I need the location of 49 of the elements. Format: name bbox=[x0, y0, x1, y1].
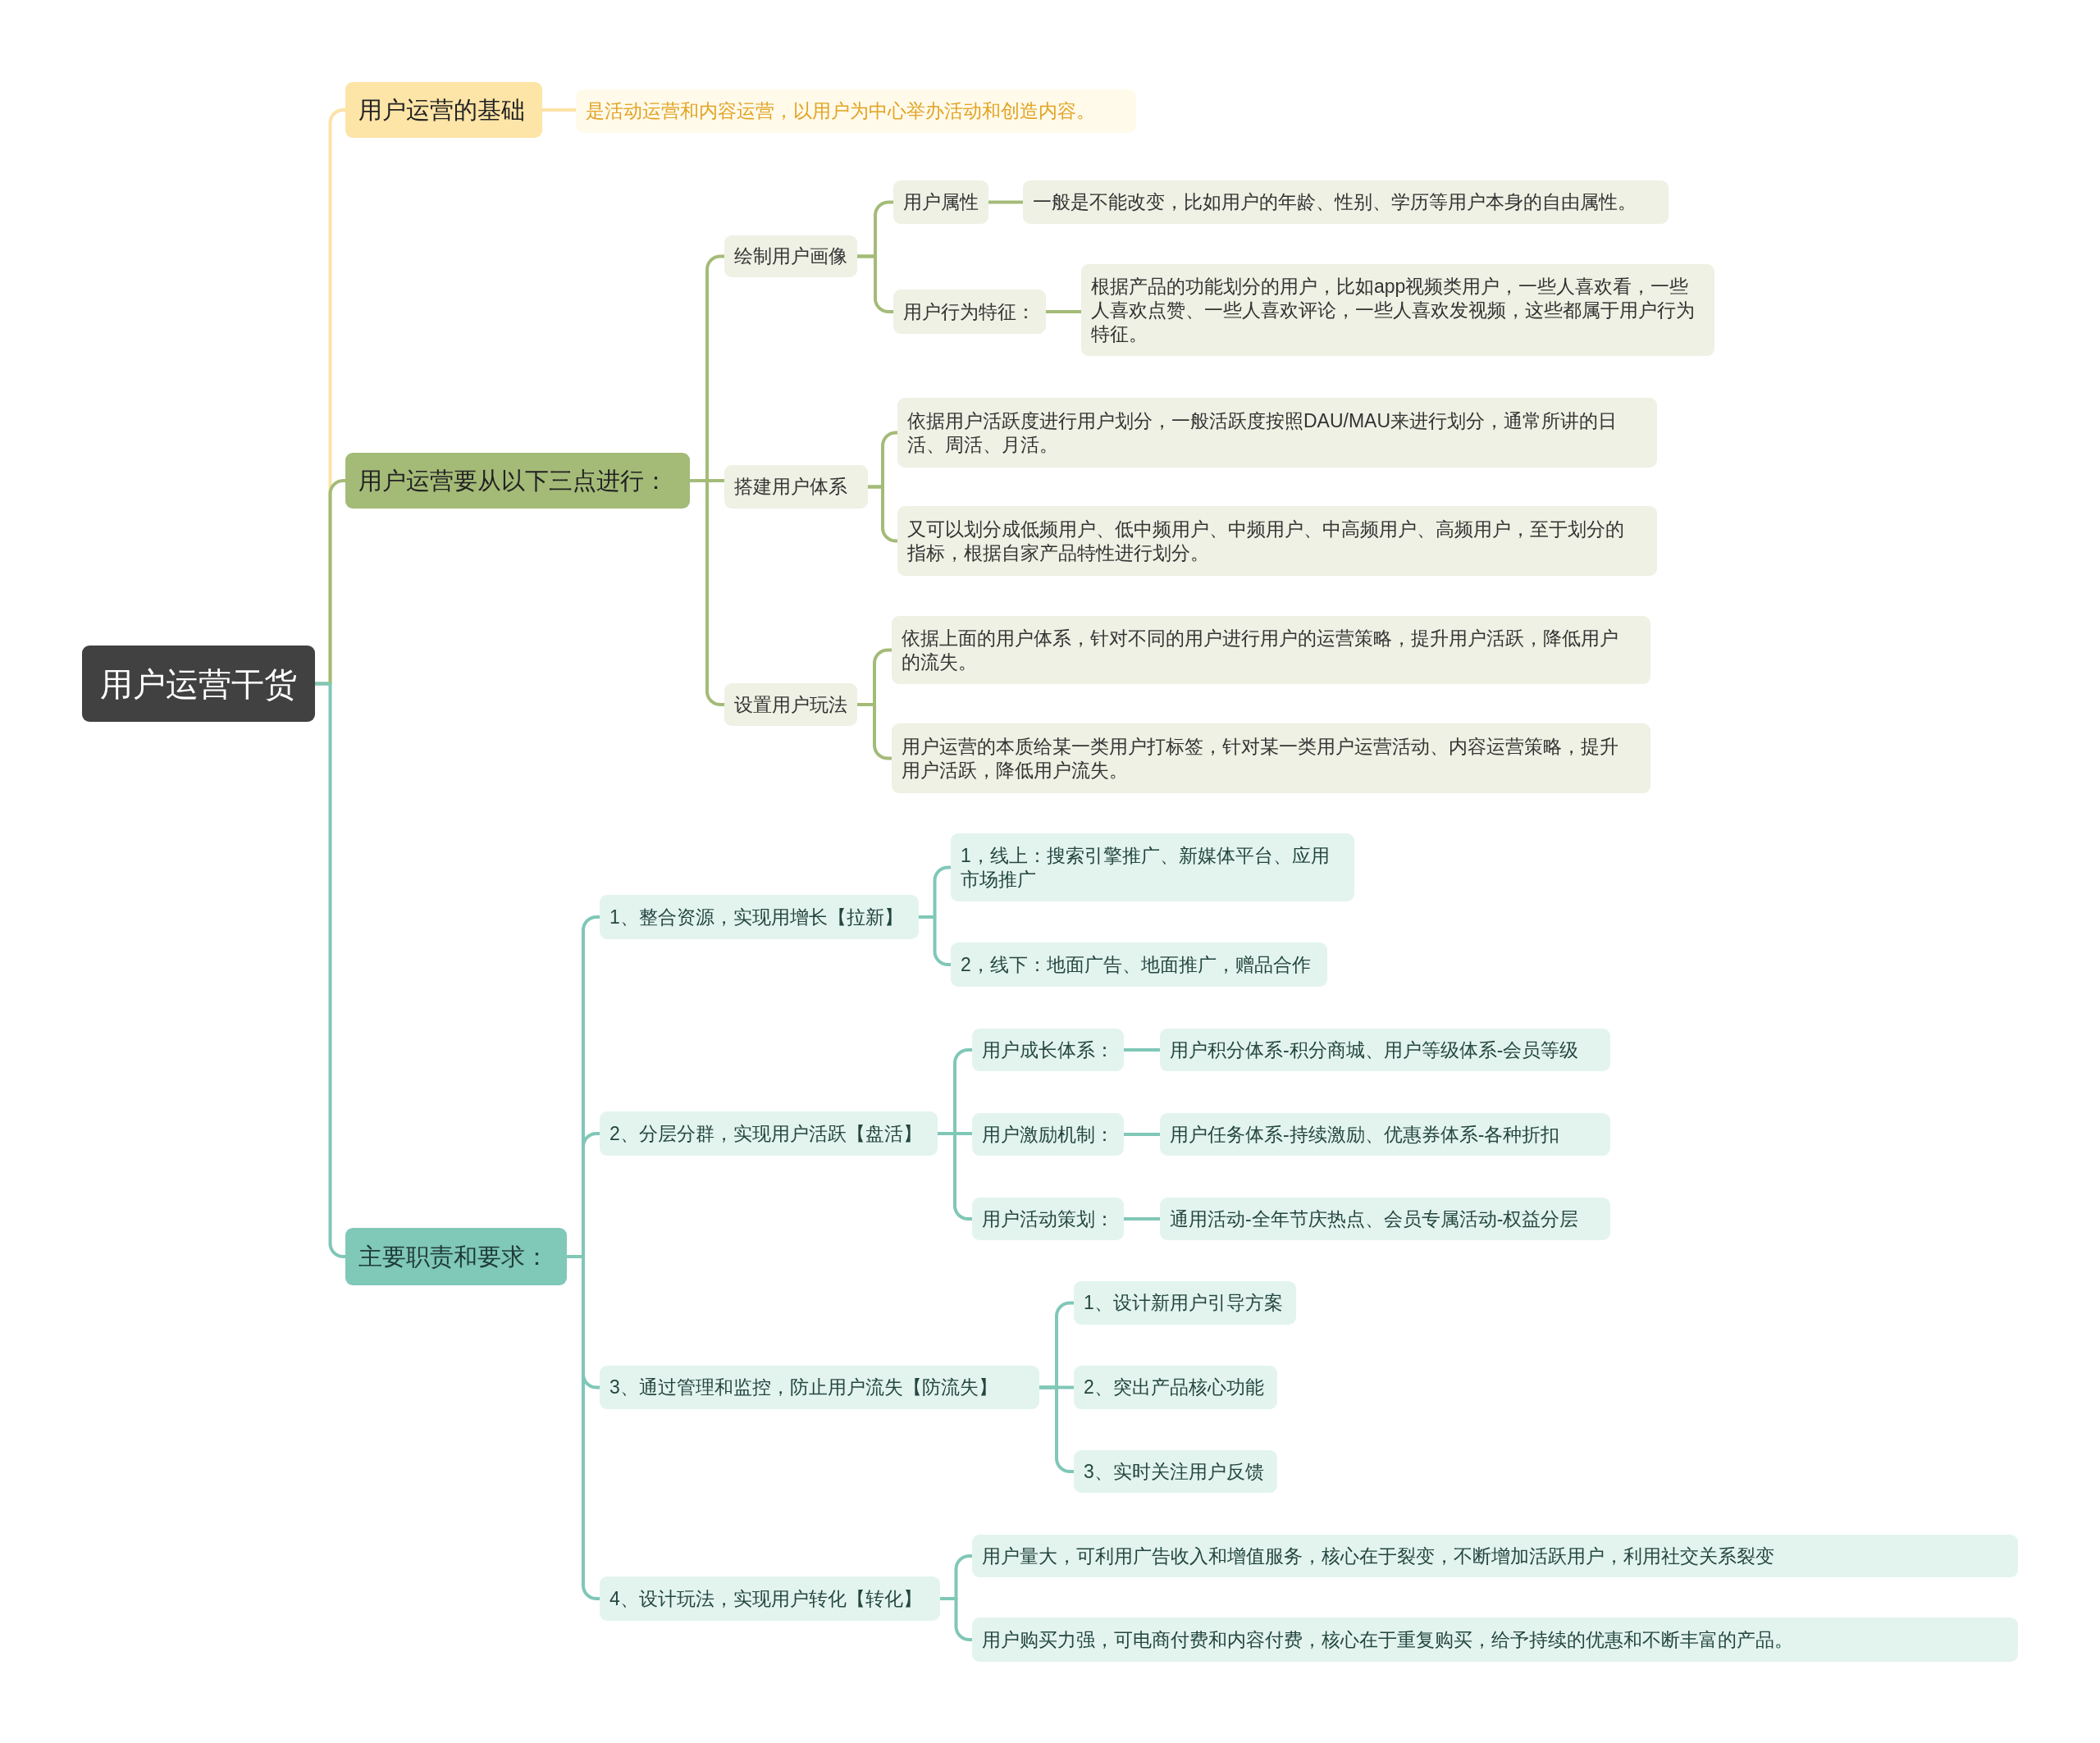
subtopic: 绘制用户画像 bbox=[724, 235, 857, 277]
subtopic: 用户积分体系-积分商城、用户等级体系-会员等级 bbox=[1160, 1029, 1610, 1071]
subtopic: 4、设计玩法，实现用户转化【转化】 bbox=[600, 1576, 940, 1621]
subtopic: 是活动运营和内容运营，以用户为中心举办活动和创造内容。 bbox=[576, 89, 1136, 133]
subtopic: 用户购买力强，可电商付费和内容付费，核心在于重复购买，给予持续的优惠和不断丰富的产品。 bbox=[972, 1618, 2018, 1662]
subtopic: 用户属性 bbox=[893, 180, 988, 224]
subtopic: 一般是不能改变，比如用户的年龄、性别、学历等用户本身的自由属性。 bbox=[1023, 180, 1669, 224]
central-topic: 用户运营干货 bbox=[82, 646, 315, 722]
branch-line bbox=[857, 254, 893, 313]
subtopic: 设置用户玩法 bbox=[724, 683, 857, 726]
branch-line bbox=[940, 1597, 972, 1641]
branch-line bbox=[1124, 1048, 1160, 1052]
subtopic: 2、突出产品核心功能 bbox=[1074, 1366, 1277, 1409]
subtopic: 通用活动-全年节庆热点、会员专属活动-权益分层 bbox=[1160, 1198, 1610, 1240]
subtopic: 1、整合资源，实现用增长【拉新】 bbox=[600, 895, 919, 939]
main-topic: 用户运营的基础 bbox=[345, 82, 542, 138]
branch-line bbox=[1039, 1385, 1074, 1473]
subtopic: 搭建用户体系 bbox=[724, 465, 868, 509]
subtopic: 根据产品的功能划分的用户，比如app视频类用户，一些人喜欢看，一些人喜欢点赞、一些人喜欢评论，一些人喜欢发视频，这些都属于用户行为特征。 bbox=[1081, 264, 1714, 356]
branch-line bbox=[1124, 1217, 1160, 1221]
branch-line bbox=[988, 200, 1023, 204]
branch-line bbox=[315, 682, 346, 1258]
subtopic: 1、设计新用户引导方案 bbox=[1074, 1281, 1296, 1325]
subtopic: 3、通过管理和监控，防止用户流失【防流失】 bbox=[600, 1366, 1039, 1409]
main-topic: 用户运营要从以下三点进行： bbox=[345, 453, 690, 509]
main-topic: 主要职责和要求： bbox=[345, 1228, 567, 1285]
subtopic: 用户运营的本质给某一类用户打标签，针对某一类用户运营活动、内容运营策略，提升用户活跃，降低用户流失。 bbox=[892, 723, 1650, 793]
subtopic: 用户任务体系-持续激励、优惠券体系-各种折扣 bbox=[1160, 1113, 1610, 1156]
branch-line bbox=[938, 1132, 972, 1221]
subtopic: 用户激励机制： bbox=[972, 1113, 1124, 1156]
branch-line bbox=[1046, 310, 1081, 313]
branch-line bbox=[857, 703, 892, 760]
subtopic: 依据上面的用户体系，针对不同的用户进行用户的运营策略，提升用户活跃，降低用户的流失。 bbox=[892, 616, 1650, 684]
branch-line bbox=[919, 915, 951, 966]
branch-line bbox=[567, 1255, 600, 1600]
subtopic: 用户成长体系： bbox=[972, 1029, 1124, 1071]
branch-line bbox=[542, 108, 576, 112]
subtopic: 依据用户活跃度进行用户划分，一般活跃度按照DAU/MAU来进行划分，通常所讲的日活、周活、月活。 bbox=[897, 398, 1657, 468]
subtopic: 1，线上：搜索引擎推广、新媒体平台、应用市场推广 bbox=[951, 833, 1354, 901]
branch-line bbox=[1124, 1133, 1160, 1136]
subtopic: 2、分层分群，实现用户活跃【盘活】 bbox=[600, 1111, 938, 1156]
subtopic: 用户量大，可利用广告收入和增值服务，核心在于裂变，不断增加活跃用户，利用社交关系裂变 bbox=[972, 1535, 2018, 1577]
subtopic: 3、实时关注用户反馈 bbox=[1074, 1450, 1277, 1493]
branch-line bbox=[690, 479, 724, 706]
subtopic: 又可以划分成低频用户、低中频用户、中频用户、中高频用户、高频用户，至于划分的指标，根据自家产品特性进行划分。 bbox=[897, 506, 1657, 576]
subtopic: 用户活动策划： bbox=[972, 1198, 1124, 1240]
subtopic: 2，线下：地面广告、地面推广，赠品合作 bbox=[951, 942, 1327, 987]
branch-line bbox=[868, 485, 898, 543]
subtopic: 用户行为特征： bbox=[893, 290, 1046, 334]
